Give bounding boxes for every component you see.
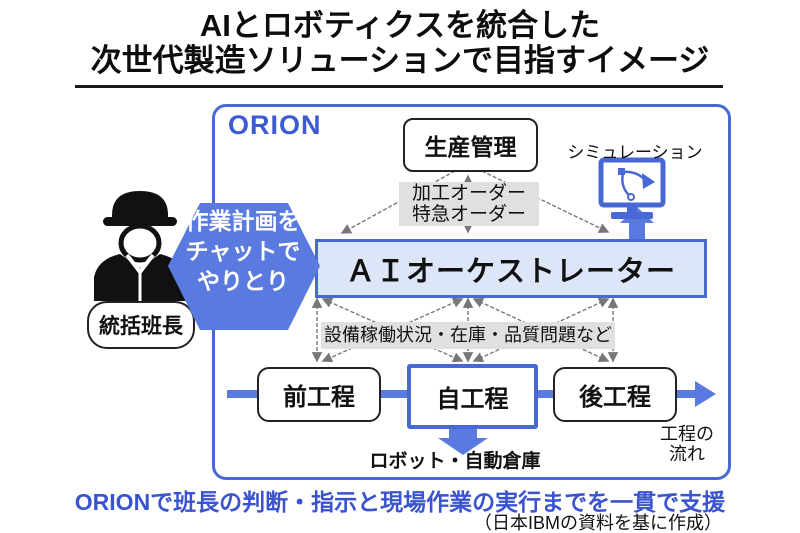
chat-arrow-label: 作業計画を チャットで やりとり — [183, 206, 303, 296]
equipment-status-label: 設備稼働状況・在庫・品質問題など — [321, 322, 615, 349]
orion-frame-label: ORION — [228, 110, 322, 140]
process-flow-label-line2: 流れ — [669, 444, 705, 464]
footer-source-credit: （日本IBMの資料を基に作成） — [474, 513, 722, 533]
footer-caption: ORIONで班長の判断・指示と現場作業の実行までを一貫で支援 — [74, 489, 726, 515]
production-management-box: 生産管理 — [403, 118, 538, 172]
chat-arrow-line3: やりとり — [197, 268, 289, 294]
simulation-label: シミュレーション — [567, 143, 703, 162]
ai-orchestrator-box: ＡＩオーケストレーター — [315, 239, 707, 298]
title-underline — [75, 85, 723, 88]
foreman-label: 統括班長 — [87, 301, 195, 349]
chat-arrow-line2: チャットで — [185, 238, 301, 264]
page-title-line2: 次世代製造ソリューションで目指すイメージ — [90, 43, 710, 78]
process-flow-label-line1: 工程の — [660, 424, 714, 444]
robot-warehouse-label: ロボット・自動倉庫 — [369, 451, 541, 472]
process-flow-label: 工程の 流れ — [652, 424, 722, 464]
chat-arrow-line1: 作業計画を — [185, 208, 301, 234]
previous-process-box: 前工程 — [257, 367, 381, 422]
own-process-box: 自工程 — [407, 364, 538, 429]
order-label-line1: 加工オーダー — [411, 183, 526, 204]
worker-icon — [94, 191, 186, 301]
order-label: 加工オーダー 特急オーダー — [399, 182, 539, 226]
order-label-line2: 特急オーダー — [411, 204, 526, 225]
next-process-box: 後工程 — [553, 367, 677, 422]
page-title-line1: AIとロボティクスを統合した — [199, 8, 601, 43]
